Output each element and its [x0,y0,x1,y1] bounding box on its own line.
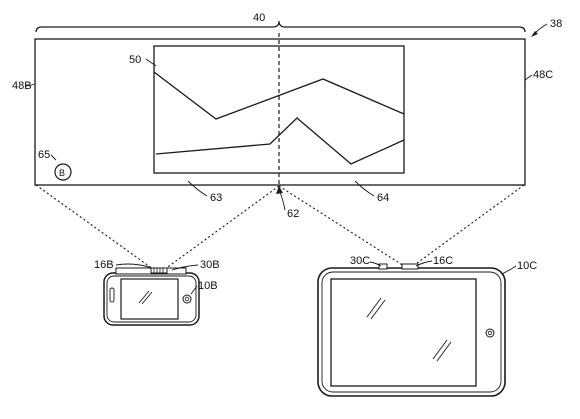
button-b-letter: B [59,168,65,178]
phone-side-slot [109,287,115,303]
phone-screen [120,278,179,320]
ref-chart-leader [145,58,157,67]
ref-left-segment: 63 [210,192,222,204]
span-brace [35,20,526,33]
ref-button-leader [50,154,57,161]
phone-glare-1 [138,290,150,304]
tablet-body-inner [321,271,502,393]
ref-split-leader [279,191,286,211]
ref-button: 65 [38,149,50,161]
phone-glare-2 [141,291,153,305]
tablet-device [317,263,506,397]
ref-split: 62 [287,208,299,220]
button-b-icon [54,163,72,181]
ref-right-edge: 48C [533,69,553,81]
tablet-home-button-inner [487,330,493,336]
projection-phone-right [164,185,280,270]
chart-upper-line [153,71,405,120]
ref-phone-camera: 16B [94,259,114,271]
ref-right-edge-leader [524,74,533,81]
tablet-glare-1 [366,297,382,318]
tablet-glare-2 [370,299,386,320]
ref-right-segment-leader [354,180,375,197]
ref-chart: 50 [129,54,141,66]
ref-phone-device: 10B [198,280,218,292]
ref-phone-camera-leader [115,263,153,269]
phone-body-inner [106,275,197,323]
phone-body [103,272,200,326]
ref-span: 40 [253,12,265,24]
ref-split-arrowhead [276,186,283,194]
projection-phone-left [35,184,154,270]
tablet-glare-3 [432,339,448,360]
ref-tablet-sensor: 30C [350,255,370,267]
ref-main-arrowhead [531,31,538,37]
ref-tablet-device-leader [501,265,517,275]
extended-display [34,38,526,186]
phone-device [103,267,200,326]
ref-tablet-camera-leader [415,260,433,267]
phone-home-button [182,294,192,304]
ref-tablet-device: 10C [517,260,537,272]
ref-phone-sensor-leader [171,264,199,271]
tablet-camera-bump [401,263,419,270]
phone-home-button-inner [184,296,190,302]
phone-camera-module [150,267,168,274]
ref-main: 38 [550,18,562,30]
tablet-screen [330,278,477,387]
ref-tablet-sensor-leader [369,261,382,267]
tablet-home-button [485,328,495,338]
ref-tablet-camera: 16C [433,255,453,267]
ref-phone-sensor: 30B [200,259,220,271]
tablet-body [317,267,506,397]
ref-left-segment-leader [187,180,208,197]
ref-left-edge: 48B [12,80,32,92]
tablet-glare-4 [436,341,452,362]
tablet-sensor-bump [378,263,388,270]
projection-tablet-right [412,184,525,267]
chart-lower-line [155,117,405,165]
ref-right-segment: 64 [377,192,389,204]
ref-left-edge-leader [24,83,35,87]
ref-phone-device-leader [190,285,198,295]
